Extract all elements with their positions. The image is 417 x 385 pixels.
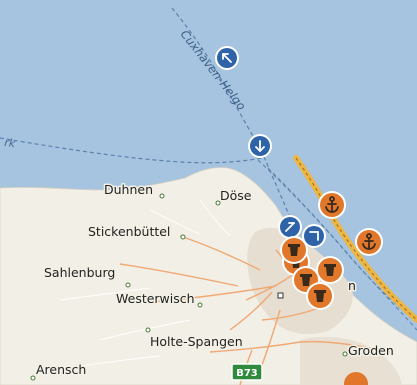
poi-marker-5[interactable] xyxy=(306,282,334,310)
arrow-marker-icon xyxy=(285,222,295,232)
port-marker-1[interactable] xyxy=(318,191,346,219)
label-sahlenburg: Sahlenburg xyxy=(44,265,115,280)
ferry-marker-north[interactable] xyxy=(215,46,239,70)
pot-icon xyxy=(288,244,300,256)
label-duhnen: Duhnen xyxy=(104,182,153,197)
shipping-lane-inner xyxy=(267,167,417,331)
poi-marker-4[interactable] xyxy=(316,256,344,284)
anchor-icon xyxy=(325,196,339,213)
road-network xyxy=(119,235,391,385)
label-arensch: Arensch xyxy=(36,362,86,377)
road-shield-text: B73 xyxy=(236,368,258,379)
port-marker-2[interactable] xyxy=(355,228,383,256)
ferry-marker-mid[interactable] xyxy=(248,134,272,158)
ferry-route-helgoland xyxy=(171,7,293,223)
arrow-marker-icon xyxy=(222,53,232,63)
highlighted-route-dash xyxy=(295,157,417,321)
pot-icon xyxy=(300,274,312,286)
shipping-lane-outer xyxy=(257,159,417,323)
poi-marker-partial-bottom[interactable] xyxy=(344,372,368,385)
ferry-marker-town-1[interactable] xyxy=(278,215,302,239)
arrow-marker-icon xyxy=(309,231,319,241)
label-partial-west: rk xyxy=(4,136,17,150)
square-point-marker[interactable] xyxy=(277,292,284,299)
arrow-marker-icon xyxy=(255,140,265,153)
ferry-line-west xyxy=(0,137,263,164)
label-westerwisch: Westerwisch xyxy=(116,291,195,306)
town-area-south xyxy=(300,336,402,385)
poi-marker-2[interactable] xyxy=(280,236,308,264)
pot-icon xyxy=(324,264,336,276)
ferry-marker-town-2[interactable] xyxy=(302,224,326,248)
minor-roads xyxy=(39,199,231,373)
label-town-partial: n xyxy=(348,278,356,293)
anchor-icon xyxy=(362,233,376,250)
label-groden: Groden xyxy=(348,343,394,358)
label-dose: Döse xyxy=(220,188,252,203)
locality-dots xyxy=(30,193,348,381)
pot-icon xyxy=(314,290,326,302)
label-holte-spangen: Holte-Spangen xyxy=(150,334,243,349)
road-shield-b73: B73 xyxy=(231,363,263,381)
label-stickenbuettel: Stickenbüttel xyxy=(88,224,170,239)
